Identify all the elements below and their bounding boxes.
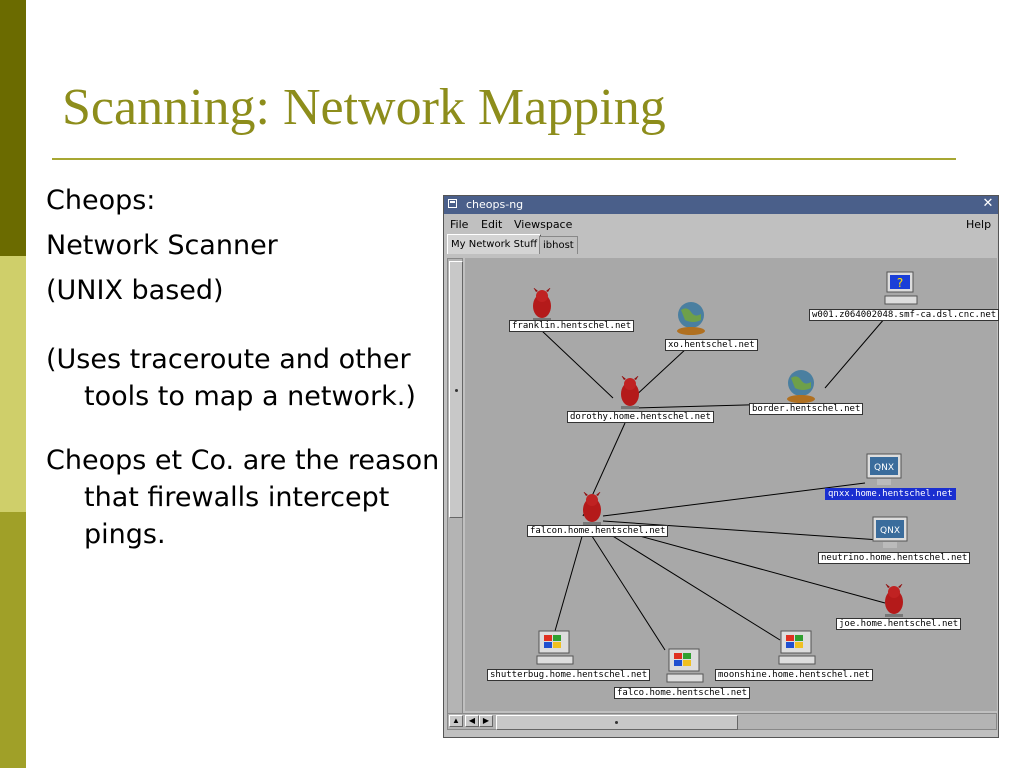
- menu-help[interactable]: Help: [966, 218, 992, 231]
- menu-edit[interactable]: Edit: [481, 218, 503, 231]
- link-line: [602, 529, 781, 641]
- tab-ibhost[interactable]: ibhost: [539, 236, 578, 254]
- network-map-canvas[interactable]: ? QNX QNX franklin.hentschel.net: [465, 258, 1000, 711]
- horizontal-scrollbar[interactable]: ▲ ◀ ▶: [447, 713, 997, 730]
- node-label-dorothy[interactable]: dorothy.home.hentschel.net: [567, 411, 714, 423]
- node-label-xo[interactable]: xo.hentschel.net: [665, 339, 758, 351]
- link-line: [632, 347, 688, 399]
- svg-text:QNX: QNX: [880, 526, 900, 536]
- vertical-scroll-thumb[interactable]: [449, 261, 463, 518]
- cheops-window: cheops-ng ✕ File Edit Viewspace Help My …: [443, 195, 1000, 738]
- left-bar-top: [0, 0, 26, 256]
- link-line: [602, 525, 886, 604]
- link-line: [589, 532, 666, 651]
- node-label-moonshine[interactable]: moonshine.home.hentschel.net: [715, 669, 873, 681]
- left-bar-bottom: [0, 512, 26, 768]
- node-label-joe[interactable]: joe.home.hentschel.net: [836, 618, 962, 630]
- link-line: [824, 317, 886, 389]
- window-titlebar[interactable]: cheops-ng ✕: [444, 196, 998, 214]
- title-divider: [52, 158, 956, 160]
- menu-viewspace[interactable]: Viewspace: [514, 218, 573, 231]
- bullet-line: (UNIX based): [46, 275, 224, 306]
- bullet-paragraph: Cheops et Co. are the reason that firewa…: [46, 445, 440, 550]
- node-label-border[interactable]: border.hentschel.net: [749, 403, 864, 415]
- scroll-right-icon[interactable]: ▶: [479, 715, 493, 727]
- tab-my-network-stuff[interactable]: My Network Stuff: [447, 234, 542, 254]
- node-label-qnxx[interactable]: qnxx.home.hentschel.net: [825, 488, 956, 500]
- svg-text:?: ?: [897, 276, 903, 290]
- node-label-falco[interactable]: falco.home.hentschel.net: [614, 687, 751, 699]
- menubar: File Edit Viewspace Help: [444, 214, 998, 234]
- link-line: [540, 329, 614, 399]
- left-bar-middle: [0, 256, 26, 512]
- vertical-scrollbar[interactable]: [447, 258, 463, 728]
- slide-title: Scanning: Network Mapping: [62, 79, 666, 136]
- bullet-line: Network Scanner: [46, 230, 278, 261]
- svg-text:QNX: QNX: [874, 463, 894, 473]
- link-line: [602, 482, 866, 517]
- bullet-line: Cheops:: [46, 185, 156, 216]
- node-label-w001[interactable]: w001.z064002048.smf-ca.dsl.cnc.net: [809, 309, 1000, 321]
- node-label-franklin[interactable]: franklin.hentschel.net: [509, 320, 635, 332]
- slide-body: Cheops: Network Scanner (UNIX based) (Us…: [46, 178, 441, 553]
- node-label-neutrino[interactable]: neutrino.home.hentschel.net: [818, 552, 971, 564]
- menu-file[interactable]: File: [450, 218, 469, 231]
- scroll-up-icon[interactable]: ▲: [449, 715, 463, 727]
- scroll-left-icon[interactable]: ◀: [465, 715, 479, 727]
- horizontal-scroll-thumb[interactable]: [496, 715, 738, 730]
- node-label-falcon[interactable]: falcon.home.hentschel.net: [527, 525, 669, 537]
- close-icon[interactable]: ✕: [982, 196, 994, 211]
- window-menu-icon[interactable]: [448, 199, 457, 208]
- bullet-paragraph: (Uses traceroute and other tools to map …: [46, 344, 416, 412]
- node-label-shutterbug[interactable]: shutterbug.home.hentschel.net: [487, 669, 651, 681]
- link-line: [602, 520, 881, 541]
- window-title: cheops-ng: [466, 198, 524, 211]
- link-line: [552, 532, 584, 639]
- network-links: [540, 317, 886, 651]
